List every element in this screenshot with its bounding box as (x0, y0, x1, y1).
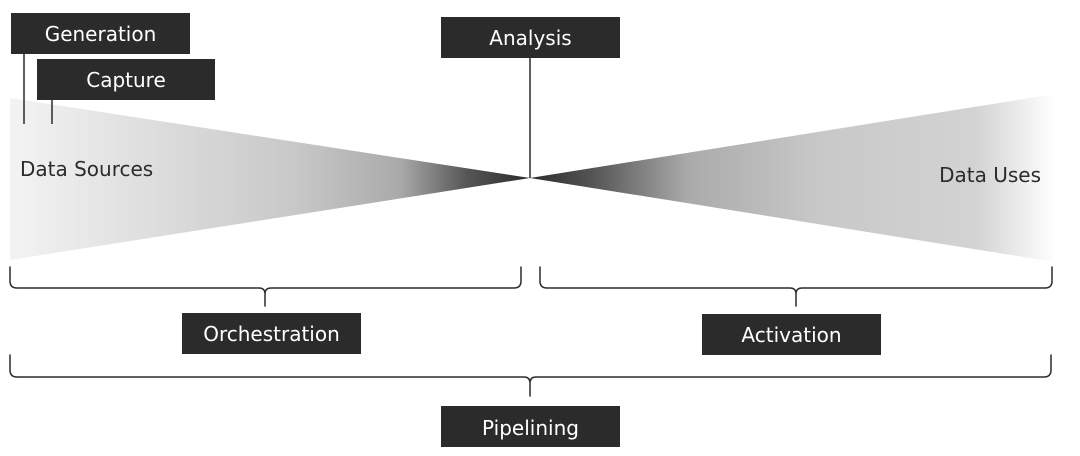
activation-box: Activation (702, 314, 881, 355)
orchestration-box: Orchestration (182, 313, 361, 354)
orchestration-brace (9, 266, 522, 307)
orchestration-label: Orchestration (203, 322, 340, 346)
data-uses-funnel (530, 94, 1055, 262)
generation-box: Generation (11, 13, 190, 54)
data-sources-funnel (10, 98, 530, 260)
pipelining-box: Pipelining (441, 406, 620, 447)
generation-label: Generation (45, 22, 157, 46)
data-sources-label: Data Sources (20, 157, 153, 181)
capture-label: Capture (86, 68, 166, 92)
activation-brace (539, 266, 1053, 307)
pipelining-label: Pipelining (482, 416, 579, 440)
capture-box: Capture (37, 59, 215, 100)
analysis-box: Analysis (441, 17, 620, 58)
activation-label: Activation (741, 323, 841, 347)
pipelining-brace (9, 354, 1052, 397)
data-uses-label: Data Uses (939, 163, 1041, 187)
analysis-label: Analysis (489, 26, 571, 50)
